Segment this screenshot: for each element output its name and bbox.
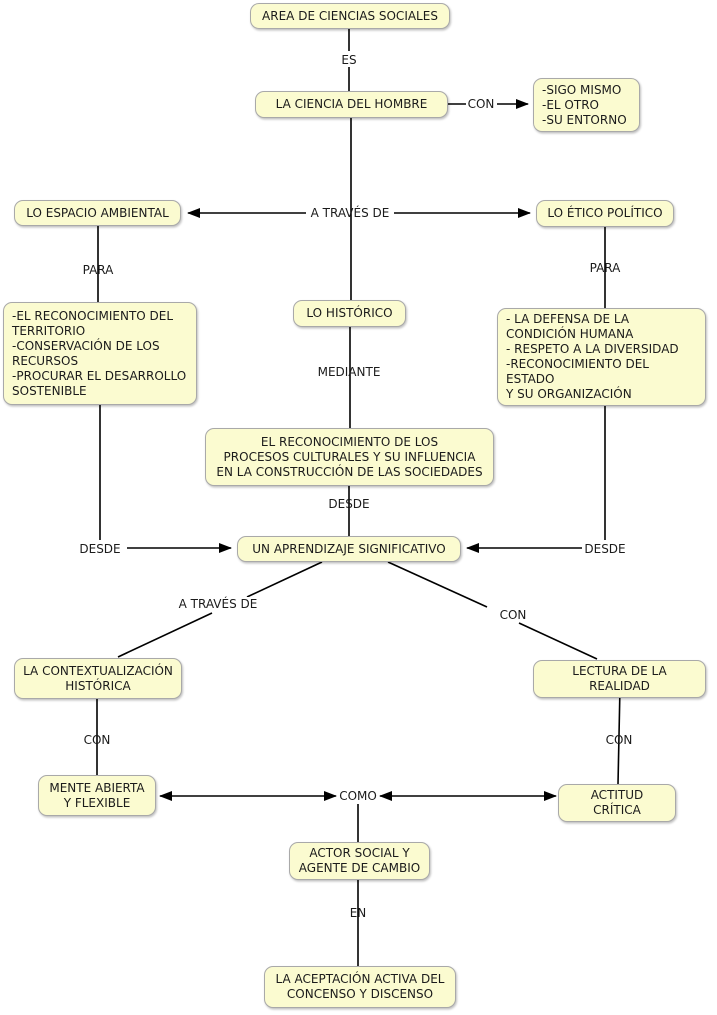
concept-aprendizaje-significativo[interactable]: UN APRENDIZAJE SIGNIFICATIVO [237, 536, 461, 562]
link-label-desde-left[interactable]: DESDE [79, 542, 121, 556]
link-label-mediante[interactable]: MEDIANTE [317, 365, 381, 379]
edge-aprendizaje-atraves-a [246, 561, 323, 598]
link-label-desde-right[interactable]: DESDE [584, 542, 626, 556]
concept-defensa-list[interactable]: - LA DEFENSA DE LA CONDICIÓN HUMANA - RE… [497, 308, 706, 406]
concept-mente-abierta[interactable]: MENTE ABIERTA Y FLEXIBLE [38, 775, 156, 816]
concept-actor-social[interactable]: ACTOR SOCIAL Y AGENTE DE CAMBIO [289, 842, 430, 880]
link-label-con-actitud[interactable]: CON [605, 733, 633, 747]
link-label-como[interactable]: COMO [339, 789, 377, 803]
link-label-con-entorno[interactable]: CON [467, 97, 495, 111]
link-label-en[interactable]: EN [349, 906, 367, 920]
link-label-con-mente[interactable]: CON [83, 733, 111, 747]
link-label-desde-center[interactable]: DESDE [328, 497, 370, 511]
link-label-a-traves-de-top[interactable]: A TRAVÉS DE [310, 206, 390, 220]
link-label-es[interactable]: ES [341, 53, 357, 67]
concept-aceptacion-concenso[interactable]: LA ACEPTACIÓN ACTIVA DEL CONCENSO Y DISC… [264, 966, 456, 1008]
edge-aprendizaje-con-a [387, 561, 488, 608]
link-label-con-lectura[interactable]: CON [496, 608, 530, 622]
edge-con-lectura [518, 622, 598, 660]
concept-lectura-realidad[interactable]: LECTURA DE LA REALIDAD [533, 660, 706, 698]
concept-etico-politico[interactable]: LO ÉTICO POLÍTICO [536, 200, 674, 227]
concept-contextualizacion-historica[interactable]: LA CONTEXTUALIZACIÓN HISTÓRICA [14, 658, 182, 699]
link-label-para-left[interactable]: PARA [82, 263, 114, 277]
concept-territorio-list[interactable]: -EL RECONOCIMIENTO DEL TERRITORIO -CONSE… [3, 302, 197, 405]
concept-historico[interactable]: LO HISTÓRICO [293, 300, 406, 327]
edge-lectura-actitud [617, 686, 621, 785]
concept-procesos-culturales[interactable]: EL RECONOCIMIENTO DE LOS PROCESOS CULTUR… [205, 428, 494, 486]
concept-ciencia-del-hombre[interactable]: LA CIENCIA DEL HOMBRE [255, 91, 448, 118]
edge-atraves-contextualizacion [117, 612, 213, 658]
concept-espacio-ambiental[interactable]: LO ESPACIO AMBIENTAL [14, 200, 181, 226]
concept-area-ciencias-sociales[interactable]: AREA DE CIENCIAS SOCIALES [250, 3, 450, 29]
link-label-para-right[interactable]: PARA [589, 261, 621, 275]
link-label-a-traves-de-bottom[interactable]: A TRAVÉS DE [175, 597, 261, 611]
concept-actitud-critica[interactable]: ACTITUD CRÍTICA [558, 784, 676, 822]
concept-sigo-mismo-list[interactable]: -SIGO MISMO -EL OTRO -SU ENTORNO [533, 78, 640, 132]
